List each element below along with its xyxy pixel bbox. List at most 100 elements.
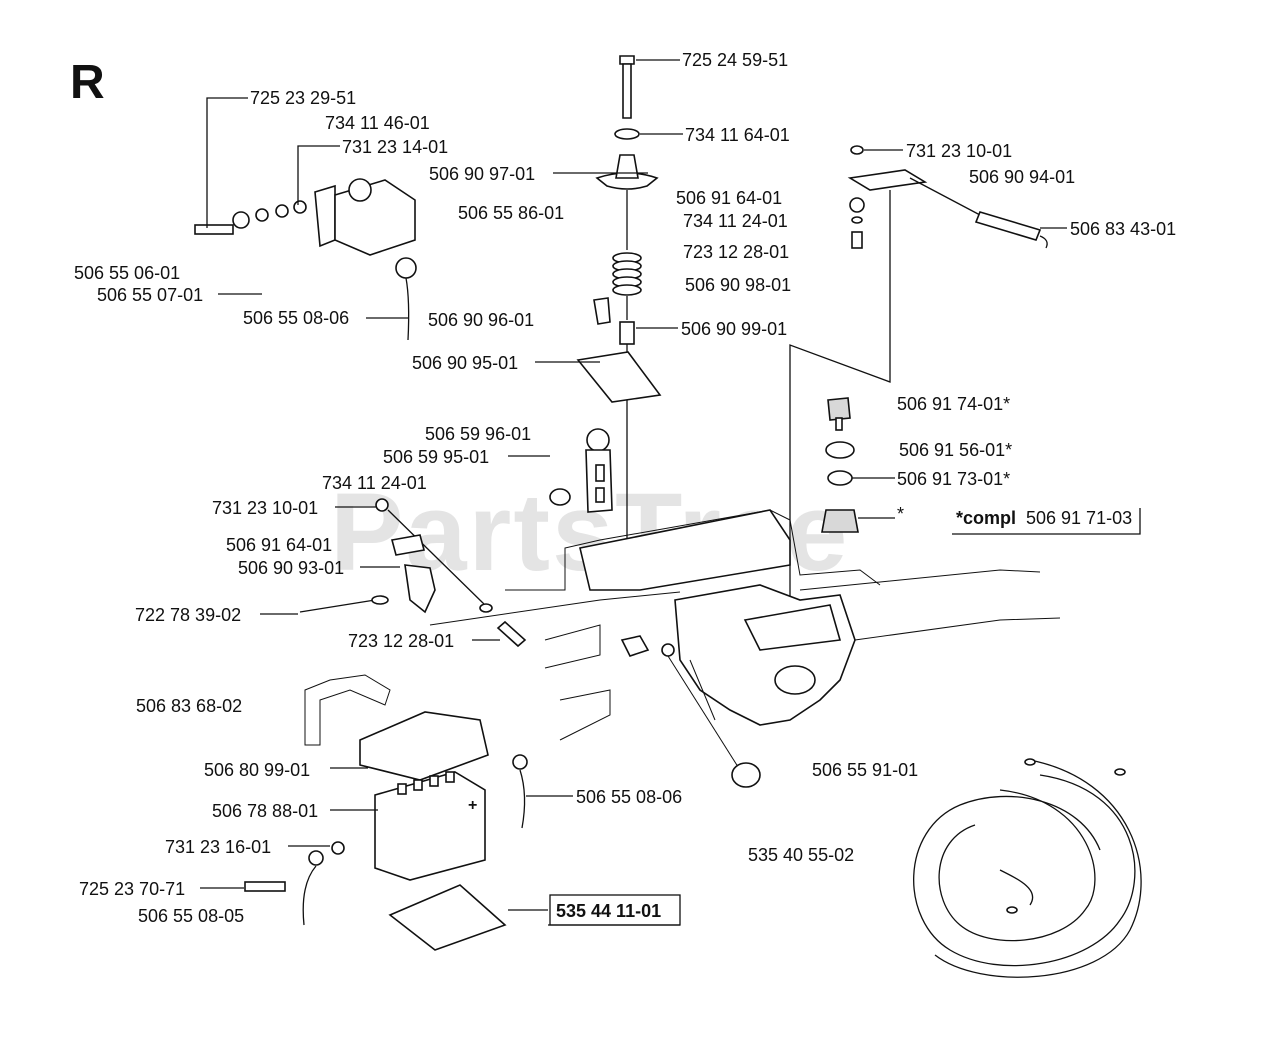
label-506-55-08-06-top: 506 55 08-06 — [243, 308, 349, 328]
battery-cells — [397, 771, 455, 795]
spring-end — [1039, 235, 1048, 249]
label-731-23-14-01: 731 23 14-01 — [342, 137, 448, 157]
dust-cap — [825, 441, 855, 459]
label-725-23-70-71: 725 23 70-71 — [79, 879, 185, 899]
label-731-23-10-01-left: 731 23 10-01 — [212, 498, 318, 518]
leader-frame — [789, 190, 891, 600]
frame-drop — [689, 659, 716, 721]
label-506-55-06-01: 506 55 06-01 — [74, 263, 180, 283]
axle-boss — [774, 665, 816, 695]
washer — [614, 128, 640, 140]
label-734-11-46-01: 734 11 46-01 — [325, 113, 430, 133]
bolt-head — [619, 55, 635, 65]
bolt-shank — [622, 63, 632, 119]
label-535-40-55-02: 535 40 55-02 — [748, 845, 854, 865]
label-506-90-94-01: 506 90 94-01 — [969, 167, 1075, 187]
battery — [374, 771, 486, 881]
nut — [850, 145, 864, 155]
battery-strap — [304, 674, 391, 746]
pin-line — [299, 599, 376, 613]
lock-washer — [851, 216, 863, 224]
label-506-80-99-01: 506 80 99-01 — [204, 760, 310, 780]
harness-loop-3 — [934, 759, 1142, 978]
stop-bushing — [549, 488, 571, 506]
label-725-24-59-51: 725 24 59-51 — [682, 50, 788, 70]
label-725-23-29-51: 725 23 29-51 — [250, 88, 356, 108]
label-506-55-86-01: 506 55 86-01 — [458, 203, 564, 223]
label-535-44-11-01: 535 44 11-01 — [556, 901, 661, 921]
label-506-90-98-01: 506 90 98-01 — [685, 275, 791, 295]
label-734-11-24-01-mid: 734 11 24-01 — [322, 473, 427, 493]
frame-lower-left — [544, 624, 601, 669]
label-722-78-39-02: 722 78 39-02 — [135, 605, 241, 625]
label-506-91-64-01-top: 506 91 64-01 — [676, 188, 782, 208]
spring — [612, 252, 642, 296]
frame-plate — [579, 509, 791, 591]
ignition-switch — [821, 397, 859, 533]
label-734-11-64-01: 734 11 64-01 — [685, 125, 790, 145]
long-bolt — [194, 224, 234, 235]
key-shank — [835, 417, 843, 431]
label-731-23-10-01-right: 731 23 10-01 — [906, 141, 1012, 161]
center-shaft-assembly — [576, 55, 662, 540]
bracket-small — [391, 534, 425, 556]
label-506-55-08-05: 506 55 08-05 — [138, 906, 244, 926]
section-letter: R — [70, 56, 105, 109]
switch-body — [821, 509, 859, 533]
label-506-59-95-01: 506 59 95-01 — [383, 447, 489, 467]
ground-cable — [302, 865, 317, 926]
cup-top — [615, 154, 639, 179]
valve-cap — [348, 178, 372, 202]
battery-bolt — [244, 881, 286, 892]
nut-left — [375, 498, 389, 512]
connector-a — [1024, 758, 1036, 766]
label-506-90-99-01: 506 90 99-01 — [681, 319, 787, 339]
washer-c — [275, 204, 289, 218]
spring-hook — [909, 177, 981, 216]
label-506-91-64-01-mid: 506 91 64-01 — [226, 535, 332, 555]
label-506-91-56-01: 506 91 56-01* — [899, 440, 1012, 460]
label-506-83-43-01: 506 83 43-01 — [1070, 219, 1176, 239]
boxed-part-frame — [549, 894, 681, 926]
washer-d — [293, 200, 307, 214]
bracket-plate — [847, 169, 928, 191]
battery-assembly: + — [244, 674, 528, 951]
terminal-eye-2 — [512, 754, 528, 770]
wiring-harness — [913, 758, 1142, 978]
bushing-ring — [731, 762, 761, 788]
label-star: * — [897, 504, 904, 524]
cable-top — [405, 277, 410, 341]
connector-b — [1114, 768, 1126, 776]
label-506-90-93-01: 506 90 93-01 — [238, 558, 344, 578]
label-506-59-96-01: 506 59 96-01 — [425, 424, 531, 444]
label-compl-prefix: *compl — [956, 508, 1016, 528]
washer-mid — [479, 603, 493, 613]
battery-mat — [388, 884, 507, 951]
slot-a — [595, 464, 605, 482]
sleeve — [619, 321, 635, 345]
cable-eyelet — [395, 257, 417, 279]
gear-lever-assembly — [299, 428, 613, 648]
harness-loop-1 — [913, 774, 1136, 967]
spring-506-83-43 — [974, 211, 1042, 241]
battery-cover — [359, 711, 489, 781]
pin-head — [371, 595, 389, 605]
frame-lower-left-2 — [559, 689, 611, 741]
label-506-83-68-02: 506 83 68-02 — [136, 696, 242, 716]
bolt-723 — [496, 620, 527, 648]
label-731-23-16-01: 731 23 16-01 — [165, 837, 271, 857]
nut-battery — [331, 841, 345, 855]
grommet-leader — [667, 655, 741, 771]
harness-branch — [999, 869, 1034, 906]
label-506-55-07-01: 506 55 07-01 — [97, 285, 203, 305]
valve-assembly — [194, 178, 417, 341]
label-506-91-74-01: 506 91 74-01* — [897, 394, 1010, 414]
positive-cable — [519, 769, 526, 829]
washer-right — [849, 197, 865, 213]
bolt-line-left — [387, 509, 486, 606]
chassis-frame — [429, 509, 1061, 788]
frame-right-line-1 — [799, 569, 1041, 591]
grommet — [661, 643, 675, 657]
